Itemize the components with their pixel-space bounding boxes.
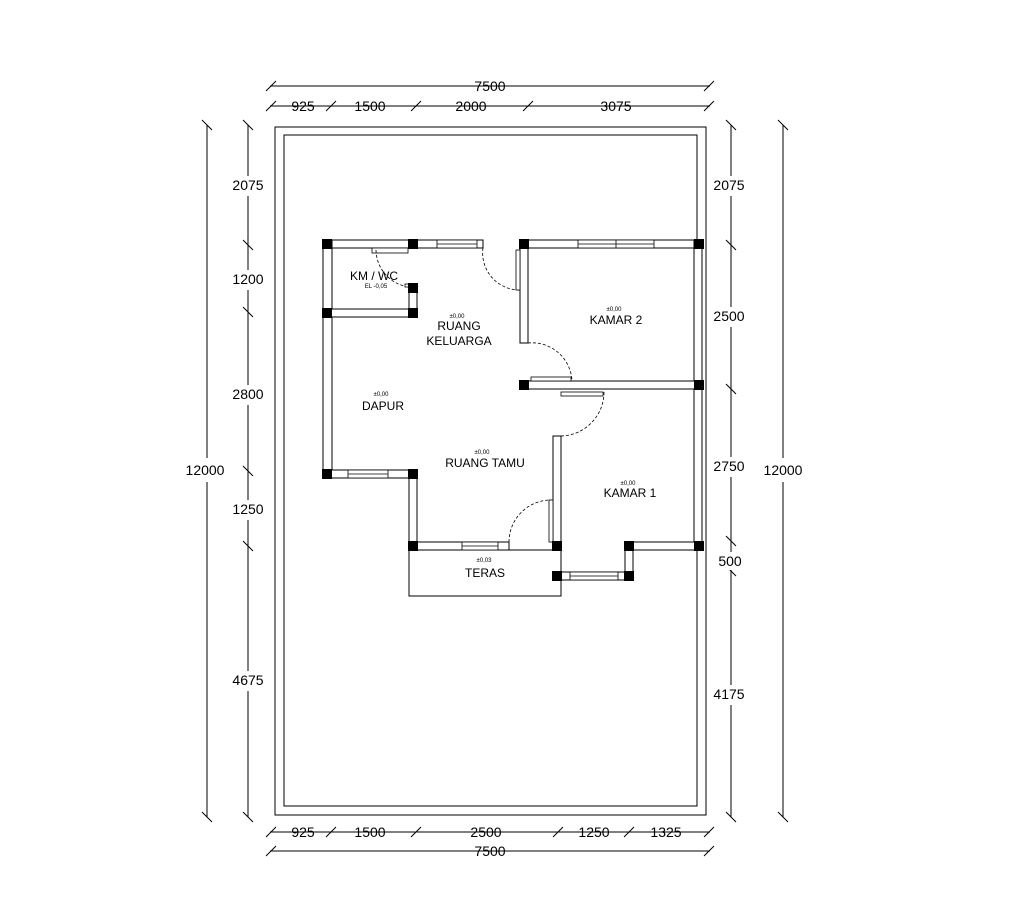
dim-right-seg-1: 2075 bbox=[713, 177, 744, 193]
walls bbox=[322, 239, 703, 597]
dim-top-seg-3: 2000 bbox=[455, 98, 486, 114]
room-kmwc-elevation: EL -0,05 bbox=[365, 284, 388, 290]
top-dimensions: 7500 925 1500 2000 3075 bbox=[265, 78, 715, 114]
dim-right-seg-3: 2750 bbox=[713, 458, 744, 474]
dim-left-seg-1: 2075 bbox=[232, 177, 263, 193]
dim-left-seg-4: 1250 bbox=[232, 501, 263, 517]
dim-left-seg-2: 1200 bbox=[232, 271, 263, 287]
dim-bottom-seg-3: 2500 bbox=[470, 824, 501, 840]
dim-right-seg-5: 4175 bbox=[713, 686, 744, 702]
windows bbox=[347, 239, 655, 581]
dim-bottom-total: 7500 bbox=[474, 843, 505, 859]
room-kmwc-name: KM / WC bbox=[350, 269, 398, 283]
room-labels: KM / WC EL -0,05 ±0,00 RUANG KELUARGA ±0… bbox=[350, 269, 657, 580]
doors bbox=[375, 247, 605, 543]
dim-bottom-seg-2: 1500 bbox=[354, 824, 385, 840]
room-ruang-keluarga-name-2: KELUARGA bbox=[426, 334, 491, 348]
bottom-dimensions: 925 1500 2500 1250 1325 7500 bbox=[265, 824, 715, 859]
dim-bottom-seg-1: 925 bbox=[291, 824, 315, 840]
room-kamar2-name: KAMAR 2 bbox=[590, 313, 643, 327]
dim-bottom-seg-4: 1250 bbox=[578, 824, 609, 840]
dim-left-seg-3: 2800 bbox=[232, 386, 263, 402]
dim-top-seg-2: 1500 bbox=[354, 98, 385, 114]
dim-bottom-seg-5: 1325 bbox=[650, 824, 681, 840]
left-dimensions: 12000 2075 1200 2800 1250 4675 bbox=[180, 119, 270, 823]
room-ruang-keluarga-elevation: ±0,00 bbox=[450, 314, 466, 320]
room-ruang-tamu-name: RUANG TAMU bbox=[445, 456, 525, 470]
window-kmwc bbox=[371, 247, 409, 254]
dim-top-seg-1: 925 bbox=[291, 98, 315, 114]
room-kamar2-elevation: ±0,00 bbox=[607, 307, 623, 313]
dim-left-seg-5: 4675 bbox=[232, 672, 263, 688]
dim-right-total: 12000 bbox=[764, 462, 803, 478]
dim-top-total: 7500 bbox=[474, 78, 505, 94]
right-dimensions: 2075 2500 2750 500 4175 12000 bbox=[709, 119, 807, 823]
dim-right-seg-2: 2500 bbox=[713, 308, 744, 324]
dim-top-seg-4: 3075 bbox=[600, 98, 631, 114]
room-ruang-tamu-elevation: ±0,00 bbox=[475, 450, 491, 456]
room-teras-name: TERAS bbox=[465, 566, 505, 580]
room-kamar1-elevation: ±0,00 bbox=[621, 481, 637, 487]
room-dapur-name: DAPUR bbox=[362, 399, 404, 413]
room-dapur-elevation: ±0,00 bbox=[374, 392, 390, 398]
room-teras-elevation: ±0,03 bbox=[477, 558, 493, 564]
columns bbox=[322, 239, 704, 581]
room-ruang-keluarga-name-1: RUANG bbox=[437, 319, 480, 333]
dim-right-seg-4: 500 bbox=[718, 553, 742, 569]
dim-left-total: 12000 bbox=[186, 462, 225, 478]
room-kamar1-name: KAMAR 1 bbox=[604, 486, 657, 500]
